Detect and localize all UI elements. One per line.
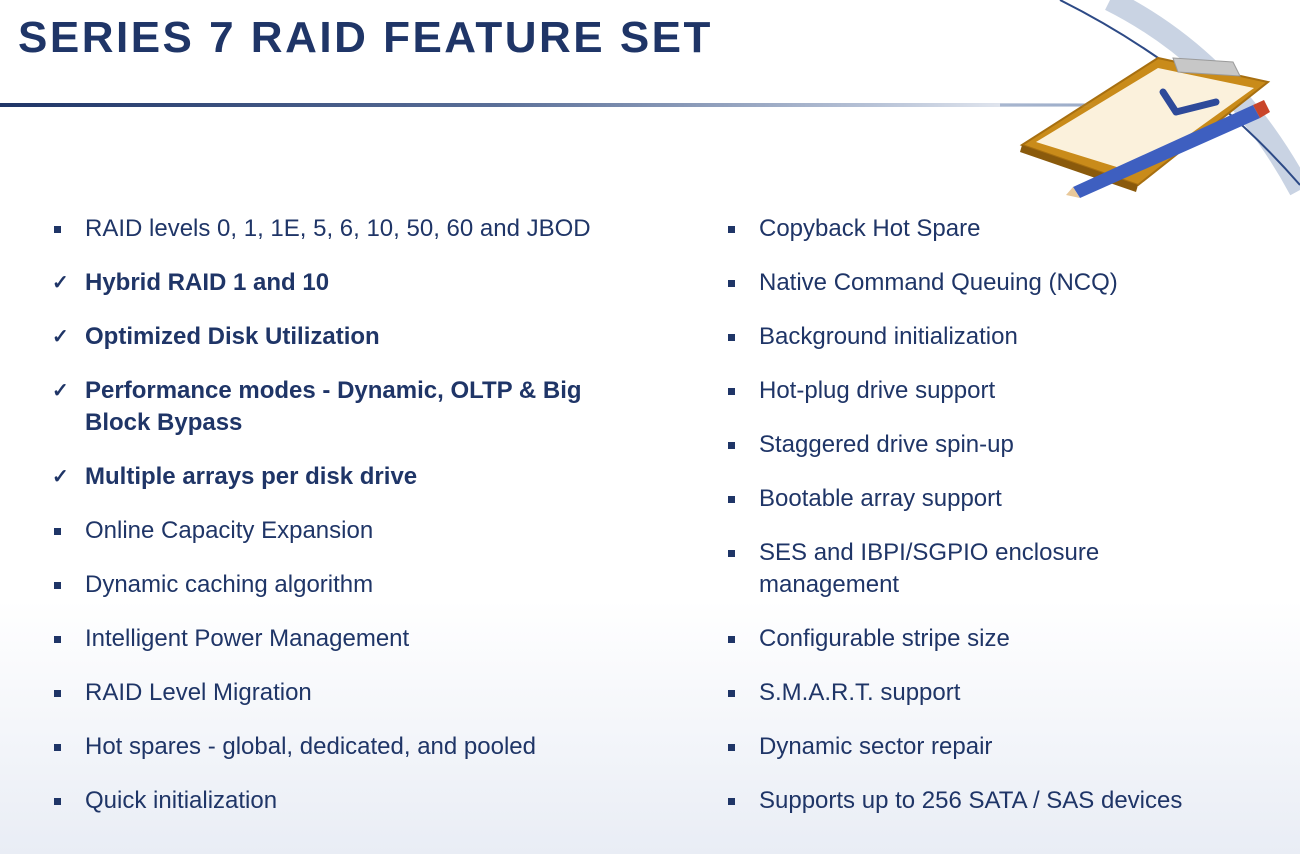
list-item: S.M.A.R.T. support <box>726 677 1246 709</box>
list-item: SES and IBPI/SGPIO enclosure management <box>726 537 1179 601</box>
list-item: RAID Level Migration <box>52 677 612 709</box>
bullet-square-icon <box>54 744 61 751</box>
bullet-square-icon <box>728 334 735 341</box>
checkmark-icon: ✓ <box>52 380 69 402</box>
bullet-square-icon <box>728 690 735 697</box>
page-title: SERIES 7 RAID FEATURE SET <box>18 13 713 62</box>
list-item: ✓Optimized Disk Utilization <box>52 321 612 353</box>
checkmark-icon: ✓ <box>52 326 69 348</box>
bullet-square-icon <box>728 550 735 557</box>
bullet-square-icon <box>54 798 61 805</box>
list-item: Supports up to 256 SATA / SAS devices <box>726 785 1246 817</box>
list-item: RAID levels 0, 1, 1E, 5, 6, 10, 50, 60 a… <box>52 213 612 245</box>
bullet-square-icon <box>728 636 735 643</box>
bullet-square-icon <box>54 582 61 589</box>
list-item: Online Capacity Expansion <box>52 515 612 547</box>
bullet-square-icon <box>728 496 735 503</box>
list-item: Background initialization <box>726 321 1246 353</box>
bullet-square-icon <box>54 690 61 697</box>
list-item: Configurable stripe size <box>726 623 1246 655</box>
checkmark-icon: ✓ <box>52 466 69 488</box>
clipboard-with-pencil-icon <box>1019 56 1271 198</box>
bullet-square-icon <box>54 636 61 643</box>
bullet-square-icon <box>728 280 735 287</box>
list-item: ✓Performance modes - Dynamic, OLTP & Big… <box>52 377 582 436</box>
right-feature-list: Copyback Hot Spare Native Command Queuin… <box>726 213 1246 839</box>
left-feature-list: RAID levels 0, 1, 1E, 5, 6, 10, 50, 60 a… <box>52 213 612 839</box>
list-item: Bootable array support <box>726 483 1246 515</box>
list-item: Intelligent Power Management <box>52 623 612 655</box>
bullet-square-icon <box>728 798 735 805</box>
list-item: ✓Multiple arrays per disk drive <box>52 461 612 493</box>
list-item: Native Command Queuing (NCQ) <box>726 267 1246 299</box>
checkmark-icon: ✓ <box>52 272 69 294</box>
bullet-square-icon <box>728 744 735 751</box>
list-item: Staggered drive spin-up <box>726 429 1246 461</box>
bullet-square-icon <box>728 388 735 395</box>
bullet-square-icon <box>728 442 735 449</box>
list-item: Hot spares - global, dedicated, and pool… <box>52 731 612 763</box>
list-item: Dynamic caching algorithm <box>52 569 612 601</box>
list-item: Dynamic sector repair <box>726 731 1246 763</box>
list-item: Quick initialization <box>52 785 612 817</box>
title-underline <box>0 103 1100 107</box>
list-item: Copyback Hot Spare <box>726 213 1246 245</box>
list-item: Hot-plug drive support <box>726 375 1246 407</box>
list-item: ✓Hybrid RAID 1 and 10 <box>52 267 612 299</box>
bullet-square-icon <box>54 226 61 233</box>
bullet-square-icon <box>728 226 735 233</box>
bullet-square-icon <box>54 528 61 535</box>
